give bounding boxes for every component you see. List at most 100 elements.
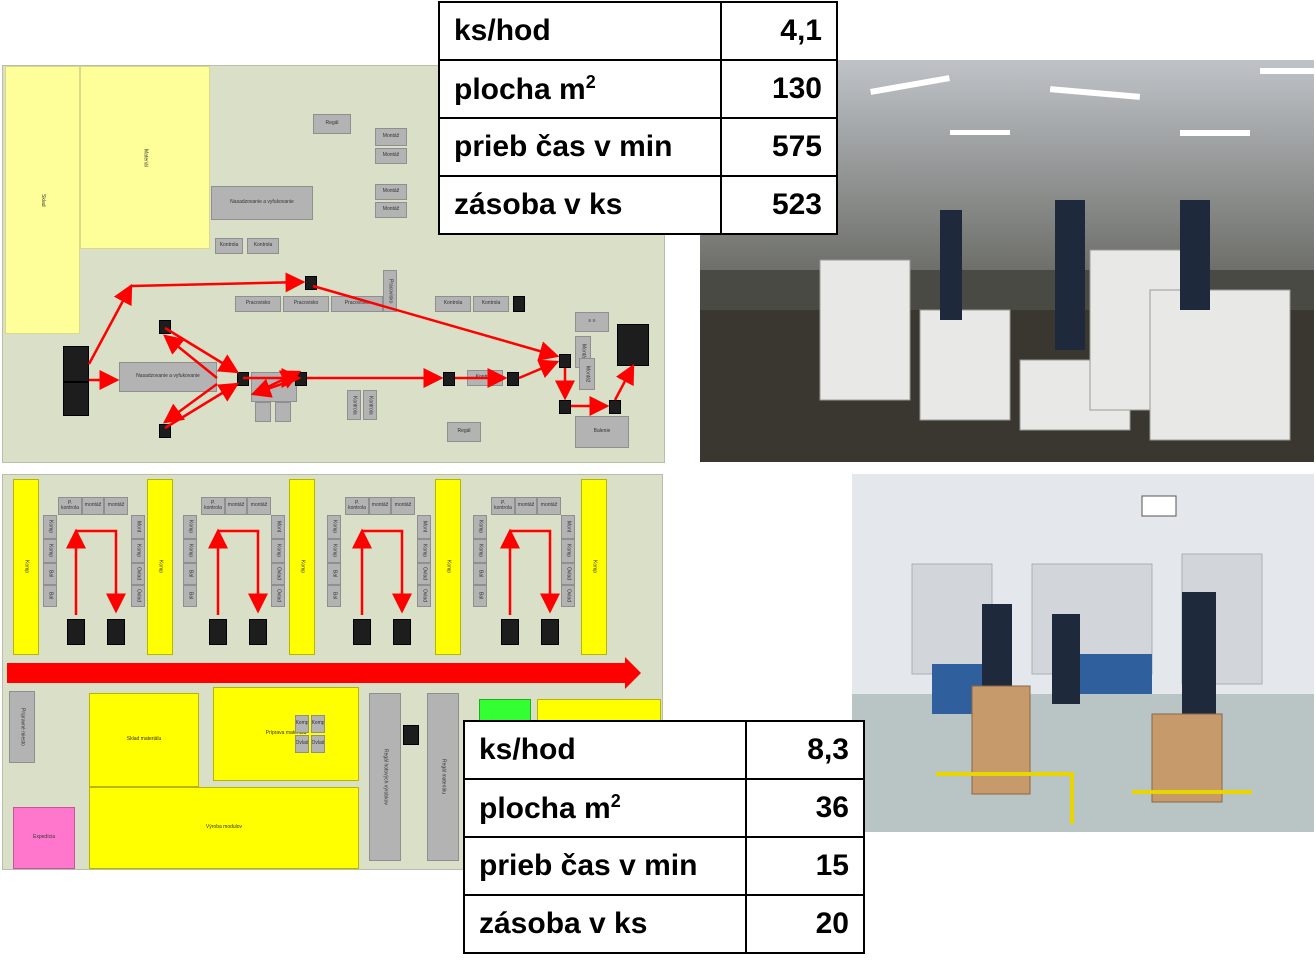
kpi-label: zásoba v ks <box>438 175 722 235</box>
pracovisko-a-box: Pracovisko <box>235 296 281 312</box>
table-row: plocha m2 36 <box>463 778 865 838</box>
kpi-value: 4,1 <box>720 1 838 61</box>
kpi-table-after: ks/hod 8,3 plocha m2 36 prieb čas v min … <box>463 720 865 954</box>
cell-workshop-illustration <box>852 474 1314 832</box>
cell1-left-b: Komp <box>43 539 57 563</box>
cell4-machine-a <box>501 619 519 645</box>
cell3-right-a: Mont <box>417 515 431 539</box>
zone-bar-2: Komp <box>147 479 173 655</box>
cell1-top-b: montáž <box>82 497 104 515</box>
table-row: zásoba v ks 20 <box>463 894 865 954</box>
machine-top-right-small <box>513 296 525 312</box>
material-rack: Regál materiálu <box>427 693 459 861</box>
table-row: ks/hod 8,3 <box>463 720 865 780</box>
pracovisko-b-box: Pracovisko <box>283 296 329 312</box>
kpi-label: prieb čas v min <box>463 836 747 896</box>
kpi-label: ks/hod <box>463 720 747 780</box>
small-box-c: Ovlad <box>295 735 309 753</box>
cell4-right-d: Ovlad <box>561 585 575 607</box>
cell2-right-b: Komp <box>271 539 285 563</box>
cell3-top-c: montáž <box>391 497 415 515</box>
table-row: prieb čas v min 15 <box>463 836 865 896</box>
material-storage-area: Sklad materiálu <box>89 693 199 787</box>
cell4-left-c: Bal <box>473 563 487 585</box>
cell1-right-b: Komp <box>131 539 145 563</box>
kpi-value: 575 <box>720 117 838 177</box>
start-machine-b <box>63 382 89 416</box>
sklad-zone: Sklad <box>5 66 80 334</box>
center-cluster-b <box>275 402 291 422</box>
cell1-right-d: Ovlad <box>131 585 145 607</box>
cell3-machine-a <box>353 619 371 645</box>
kpi-label: plocha m2 <box>463 778 747 838</box>
pracovisko-c-box: Pracovisko <box>331 296 383 312</box>
cell2-top-b: montáž <box>225 497 247 515</box>
cell3-right-d: Ovlad <box>417 585 431 607</box>
kpi-value: 36 <box>745 778 865 838</box>
cell3-right-c: Ovlad <box>417 563 431 585</box>
montaz-d-box: Montáž <box>375 202 407 218</box>
expedicia-pink-area: Expedícia <box>13 807 75 869</box>
kontrola-a-box: Kontrola <box>215 238 243 254</box>
cell2-left-c: Bal <box>183 563 197 585</box>
cell2-top-c: montáž <box>247 497 271 515</box>
cell4-top-b: montáž <box>515 497 537 515</box>
kpi-value: 130 <box>720 59 838 119</box>
cell1-top-a: P. kontrola <box>58 497 82 515</box>
table-row: prieb čas v min 575 <box>438 117 838 177</box>
nasadzovanie-2-box: Nasadzovanie a vyfukovanie <box>119 362 217 392</box>
cell4-machine-b <box>541 619 559 645</box>
kpi-label: zásoba v ks <box>463 894 747 954</box>
kontrola-b-box: Kontrola <box>247 238 279 254</box>
montaz-b-box: Montáž <box>375 148 407 164</box>
kpi-value: 20 <box>745 894 865 954</box>
cell1-machine-a <box>67 619 85 645</box>
kpi-label: plocha m2 <box>438 59 722 119</box>
kpi-label: prieb čas v min <box>438 117 722 177</box>
regal-bottom-box: Regál <box>447 422 481 442</box>
station-6 <box>443 372 455 386</box>
cell4-top-c: montáž <box>537 497 561 515</box>
kontrola-v-box: Kontrola <box>347 390 361 420</box>
start-machine-a <box>63 346 89 382</box>
cell2-right-d: Ovlad <box>271 585 285 607</box>
cell2-top-a: P. kontrola <box>201 497 225 515</box>
cell2-machine-b <box>249 619 267 645</box>
cell1-machine-b <box>107 619 125 645</box>
side-tall-b: Montáž <box>579 358 595 390</box>
kontrola-v2-box: Kontrola <box>363 390 377 420</box>
balenie-machine <box>617 324 649 366</box>
main-flow-arrow <box>7 657 641 689</box>
cell4-right-a: Mont <box>561 515 575 539</box>
zone-bar-4: Komp <box>435 479 461 655</box>
production-photo-after <box>852 474 1314 832</box>
cell4-left-a: Komp <box>473 515 487 539</box>
cell2-left-d: Bal <box>183 585 197 607</box>
kontrola-d-box: Kontrola <box>473 296 509 312</box>
cell3-right-b: Komp <box>417 539 431 563</box>
kpi-table-before: ks/hod 4,1 plocha m2 130 prieb čas v min… <box>438 1 838 235</box>
cell1-top-c: montáž <box>104 497 128 515</box>
cell2-machine-a <box>209 619 227 645</box>
small-box-b: Komp <box>311 715 325 733</box>
module-production-area: Príprava materiálu <box>213 687 359 781</box>
cell2-left-b: Komp <box>183 539 197 563</box>
bottom-layout-diagram: Komp Komp Komp Komp Komp P. kontrola mon… <box>2 474 663 870</box>
kpi-value: 8,3 <box>745 720 865 780</box>
nasadzovanie-box: Nasadzovanie a vyfukovanie <box>211 186 313 220</box>
cell3-left-b: Komp <box>327 539 341 563</box>
finished-goods-rack: Regál hotových výrobkov <box>369 693 401 861</box>
montaz-c-box: Montáž <box>375 184 407 200</box>
cell1-right-a: Mont <box>131 515 145 539</box>
small-box-d: Ovlad <box>311 735 325 753</box>
cell2-right-a: Mont <box>271 515 285 539</box>
left-prep-area: Prípravné miesto <box>9 691 35 763</box>
cell1-left-a: Komp <box>43 515 57 539</box>
material-zone: Materiál <box>80 66 210 249</box>
station-10 <box>609 400 621 414</box>
cell1-right-c: Ovlad <box>131 563 145 585</box>
cell3-machine-b <box>393 619 411 645</box>
cell3-top-a: P. kontrola <box>345 497 369 515</box>
zone-bar-3: Komp <box>289 479 315 655</box>
cell4-right-b: Komp <box>561 539 575 563</box>
